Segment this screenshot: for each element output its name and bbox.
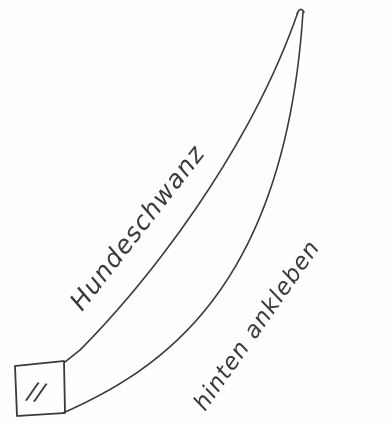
- tail-tip: [296, 8, 305, 15]
- glue-tab-mark: //: [24, 376, 49, 407]
- tail-upper-outline: [64, 11, 299, 363]
- glue-instruction-label: hinten ankleben: [189, 235, 326, 415]
- tail-lower-outline: [62, 11, 304, 414]
- tail-label: Hundeschwanz: [64, 139, 211, 315]
- glue-tab-box: [14, 360, 66, 417]
